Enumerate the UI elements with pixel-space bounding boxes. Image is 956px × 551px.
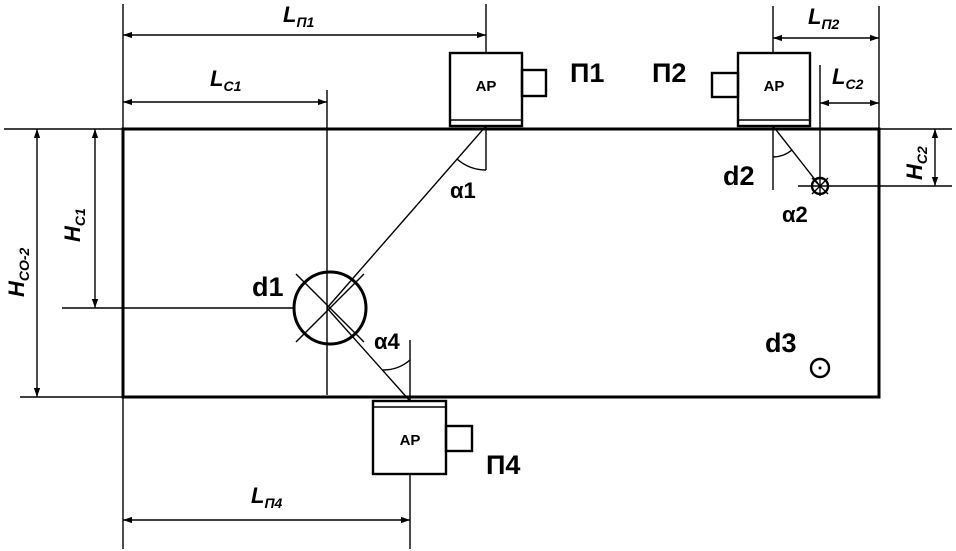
dim-lc2-label: LC2 — [832, 64, 864, 92]
sensor-p1-label: П1 — [570, 58, 604, 88]
angle-a2-label: α2 — [782, 202, 808, 227]
specimen-body — [121, 127, 881, 399]
angle-a1-label: α1 — [450, 178, 476, 203]
defect-d3-center — [818, 366, 822, 370]
dim-lc1-label: LC1 — [210, 66, 242, 94]
defect-d1-label: d1 — [252, 272, 284, 302]
sensor-p2-label: П2 — [652, 58, 686, 88]
sensor-p1-connector — [520, 68, 548, 98]
beam-p1-d1 — [326, 125, 487, 309]
dim-lp1-label: LП1 — [283, 2, 315, 30]
dim-hco2-label: HCO-2 — [4, 247, 32, 297]
defect-d1-circle — [292, 270, 368, 346]
angle-a4-label: α4 — [374, 329, 401, 354]
sensor-p2-ar-text: AP — [764, 78, 785, 95]
beam-p2-d2 — [772, 125, 821, 187]
defect-d2-cross-b — [811, 177, 829, 195]
dim-lp4-label: LП4 — [251, 483, 283, 511]
sensor-p4: AP — [371, 399, 474, 476]
defect-d3-label: d3 — [765, 328, 797, 358]
dim-hc2-label: HC2 — [902, 146, 930, 180]
sensor-p2-connector — [710, 71, 740, 99]
sensor-p4-ar-text: AP — [400, 432, 421, 449]
dim-lp2-label: LП2 — [808, 4, 840, 32]
dim-hc1-label: HC1 — [60, 208, 88, 242]
angle-a2-arc — [772, 149, 793, 158]
sensor-p1: AP — [448, 51, 548, 128]
defect-d2-label: d2 — [723, 161, 755, 191]
defect-d3 — [809, 357, 831, 379]
angle-a1-arc — [456, 158, 487, 171]
defect-d2 — [810, 176, 830, 196]
defect-d3-circle — [809, 357, 831, 379]
defect-d1 — [292, 270, 368, 346]
defect-d1-cross-b — [295, 273, 365, 343]
sensor-p2: AP — [710, 51, 812, 128]
sensor-p1-ar-text: AP — [476, 78, 497, 95]
sensor-p4-label: П4 — [486, 450, 520, 480]
beam-p4-d1 — [326, 307, 411, 402]
defect-d2-circle — [810, 176, 830, 196]
angle-a4-arc — [382, 359, 411, 371]
sensor-p4-connector — [444, 424, 474, 453]
